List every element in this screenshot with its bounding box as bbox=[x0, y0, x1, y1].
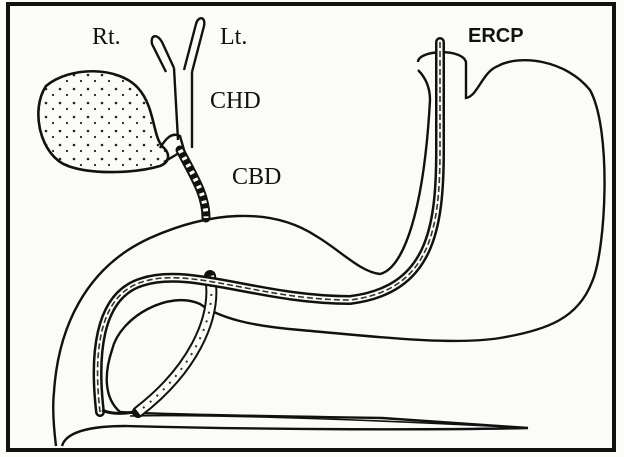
label-right-hepatic: Rt. bbox=[92, 24, 121, 50]
label-ercp: ERCP bbox=[468, 25, 524, 47]
label-common-hepatic-duct: CHD bbox=[210, 88, 261, 114]
left-hepatic-duct bbox=[184, 18, 204, 72]
gallbladder bbox=[38, 71, 168, 172]
common-hepatic-duct bbox=[174, 68, 192, 148]
label-common-bile-duct: CBD bbox=[232, 164, 281, 190]
right-hepatic-duct bbox=[152, 36, 174, 72]
endoscope bbox=[98, 42, 440, 412]
label-left-hepatic: Lt. bbox=[220, 24, 247, 50]
